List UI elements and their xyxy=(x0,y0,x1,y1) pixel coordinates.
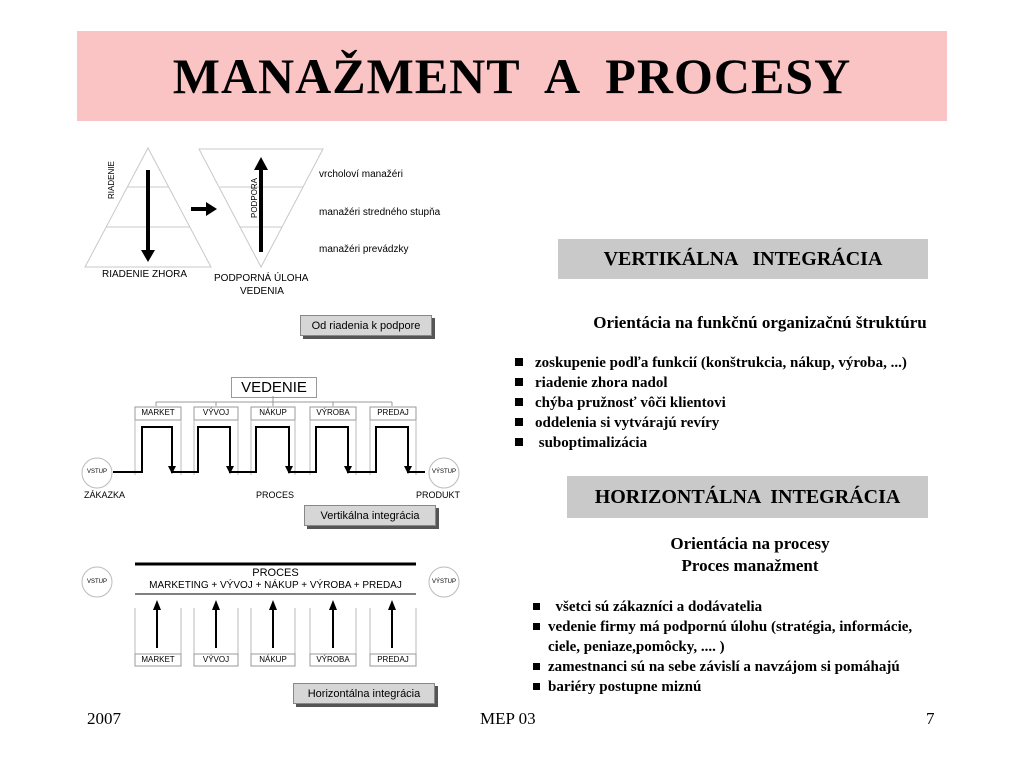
dept-market: MARKET xyxy=(141,408,175,417)
circle-vystup-2: VÝSTUP xyxy=(431,579,456,585)
caption-vertikalna-integracia: Vertikálna integrácia xyxy=(304,505,436,526)
dept-vyroba-2: VÝROBA xyxy=(316,655,350,664)
list-item: suboptimalizácia xyxy=(515,433,995,453)
circle-vstup: VSTUP xyxy=(86,469,107,475)
proces-formula: MARKETING + VÝVOJ + NÁKUP + VÝROBA + PRE… xyxy=(149,580,402,591)
title-banner xyxy=(77,31,947,121)
caption-od-riadenia-k-podpore: Od riadenia k podpore xyxy=(300,315,432,336)
heading-horizontalna: HORIZONTÁLNA INTEGRÁCIA xyxy=(567,476,928,518)
label-proces: PROCES xyxy=(256,490,295,500)
level-middle: manažéri stredného stupňa xyxy=(319,207,441,218)
footer-center: MEP 03 xyxy=(480,709,536,728)
caption-horizontalna-integracia: Horizontálna integrácia xyxy=(293,683,435,704)
dept-vyvoj: VÝVOJ xyxy=(202,408,230,417)
horizontal-bullets: všetci sú zákazníci a dodávatelia vedeni… xyxy=(533,597,1003,697)
dept-vyroba: VÝROBA xyxy=(316,408,350,417)
label-produkt: PRODUKT xyxy=(416,490,461,500)
list-item: oddelenia si vytvárajú revíry xyxy=(515,413,995,433)
subtitle-horizontalna-1: Orientácia na procesy xyxy=(670,534,830,553)
list-item: chýba pružnosť vôči klientovi xyxy=(515,393,995,413)
list-item: zoskupenie podľa funkcií (konštrukcia, n… xyxy=(515,353,995,373)
pyramid-diagram xyxy=(84,146,324,269)
level-bottom: manažéri prevádzky xyxy=(319,244,409,255)
dept-market-2: MARKET xyxy=(141,655,175,664)
label-podpora: PODPORA xyxy=(250,177,259,218)
vertical-bullets: zoskupenie podľa funkcií (konštrukcia, n… xyxy=(515,353,995,453)
subtitle-horizontalna-2: Proces manažment xyxy=(681,556,819,575)
heading-vertikalna: VERTIKÁLNA INTEGRÁCIA xyxy=(558,239,928,279)
list-item: všetci sú zákazníci a dodávatelia xyxy=(533,597,1003,617)
vedenie-box: VEDENIE xyxy=(231,377,317,398)
dept-nakup-2: NÁKUP xyxy=(259,655,287,664)
subtitle-vertikalna: Orientácia na funkčnú organizačnú štrukt… xyxy=(593,313,927,332)
vertical-integration-diagram xyxy=(81,396,460,489)
list-item: bariéry postupne miznú xyxy=(533,677,1003,697)
horizontal-integration-diagram xyxy=(81,562,460,667)
label-riadenie: RIADENIE xyxy=(107,161,116,199)
caption-podporna-uloha: PODPORNÁ ÚLOHA xyxy=(214,273,309,284)
footer-page-number: 7 xyxy=(926,709,935,728)
footer-year: 2007 xyxy=(87,709,121,728)
level-top: vrcholoví manažéri xyxy=(319,169,403,180)
list-item: zamestnanci sú na sebe závislí a navzájo… xyxy=(533,657,1003,677)
list-item: vedenie firmy má podpornú úlohu (stratég… xyxy=(533,617,1003,637)
dept-predaj-2: PREDAJ xyxy=(377,655,409,664)
dept-predaj: PREDAJ xyxy=(377,408,409,417)
label-zakazka: ZÁKAZKA xyxy=(84,490,126,500)
dept-nakup: NÁKUP xyxy=(259,408,287,417)
dept-vyvoj-2: VÝVOJ xyxy=(202,655,230,664)
circle-vystup: VÝSTUP xyxy=(431,469,456,475)
caption-vedenia: VEDENIA xyxy=(240,286,284,297)
list-item-continuation: ciele, peniaze,pomôcky, .... ) xyxy=(548,639,725,655)
caption-riadenie-zhora: RIADENIE ZHORA xyxy=(102,269,188,280)
list-item: riadenie zhora nadol xyxy=(515,373,995,393)
slide-title: MANAŽMENT A PROCESY xyxy=(172,48,852,104)
proces-title: PROCES xyxy=(252,567,299,579)
circle-vstup-2: VSTUP xyxy=(86,579,107,585)
